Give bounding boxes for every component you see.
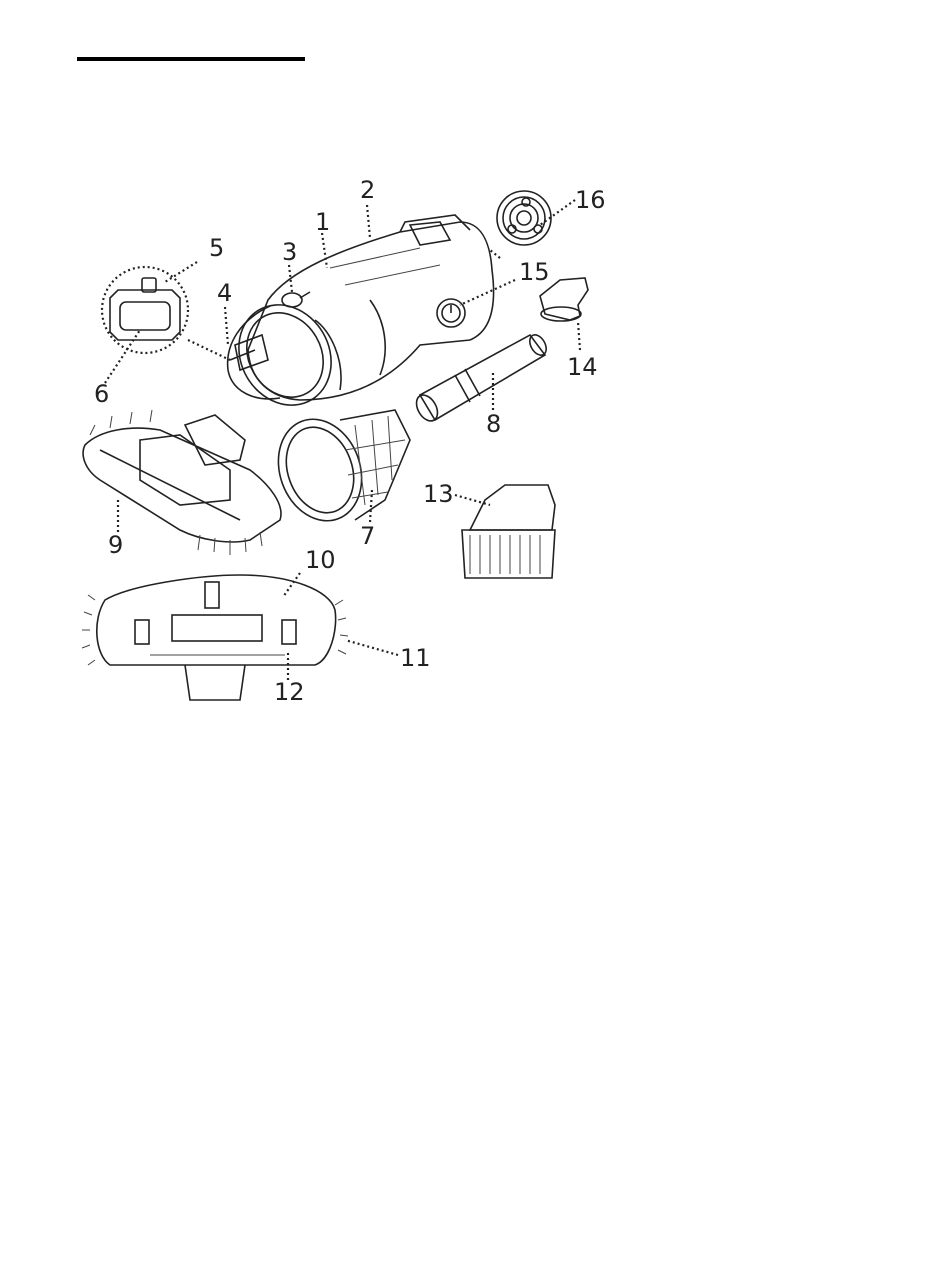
extension-tube-illustration — [412, 332, 549, 425]
filter-disc-illustration — [497, 191, 551, 245]
cone-filter-illustration — [265, 407, 410, 532]
part-label-11: 11 — [400, 644, 431, 672]
part-label-10: 10 — [305, 546, 336, 574]
part-label-4: 4 — [217, 279, 232, 307]
part-label-8: 8 — [486, 410, 501, 438]
vacuum-body-illustration — [221, 215, 494, 422]
part-label-2: 2 — [360, 176, 375, 204]
part-label-6: 6 — [94, 380, 109, 408]
part-label-16: 16 — [575, 186, 606, 214]
part-label-5: 5 — [209, 234, 224, 262]
brush-underside-illustration — [82, 575, 348, 700]
part-label-12: 12 — [274, 678, 305, 706]
part-label-9: 9 — [108, 531, 123, 559]
part-label-14: 14 — [567, 353, 598, 381]
leader-lines — [105, 200, 580, 680]
dust-brush-illustration — [462, 485, 555, 578]
part-label-7: 7 — [360, 522, 375, 550]
part-label-13: 13 — [423, 480, 454, 508]
part-label-3: 3 — [282, 238, 297, 266]
part-label-15: 15 — [519, 258, 550, 286]
part-label-1: 1 — [315, 208, 330, 236]
